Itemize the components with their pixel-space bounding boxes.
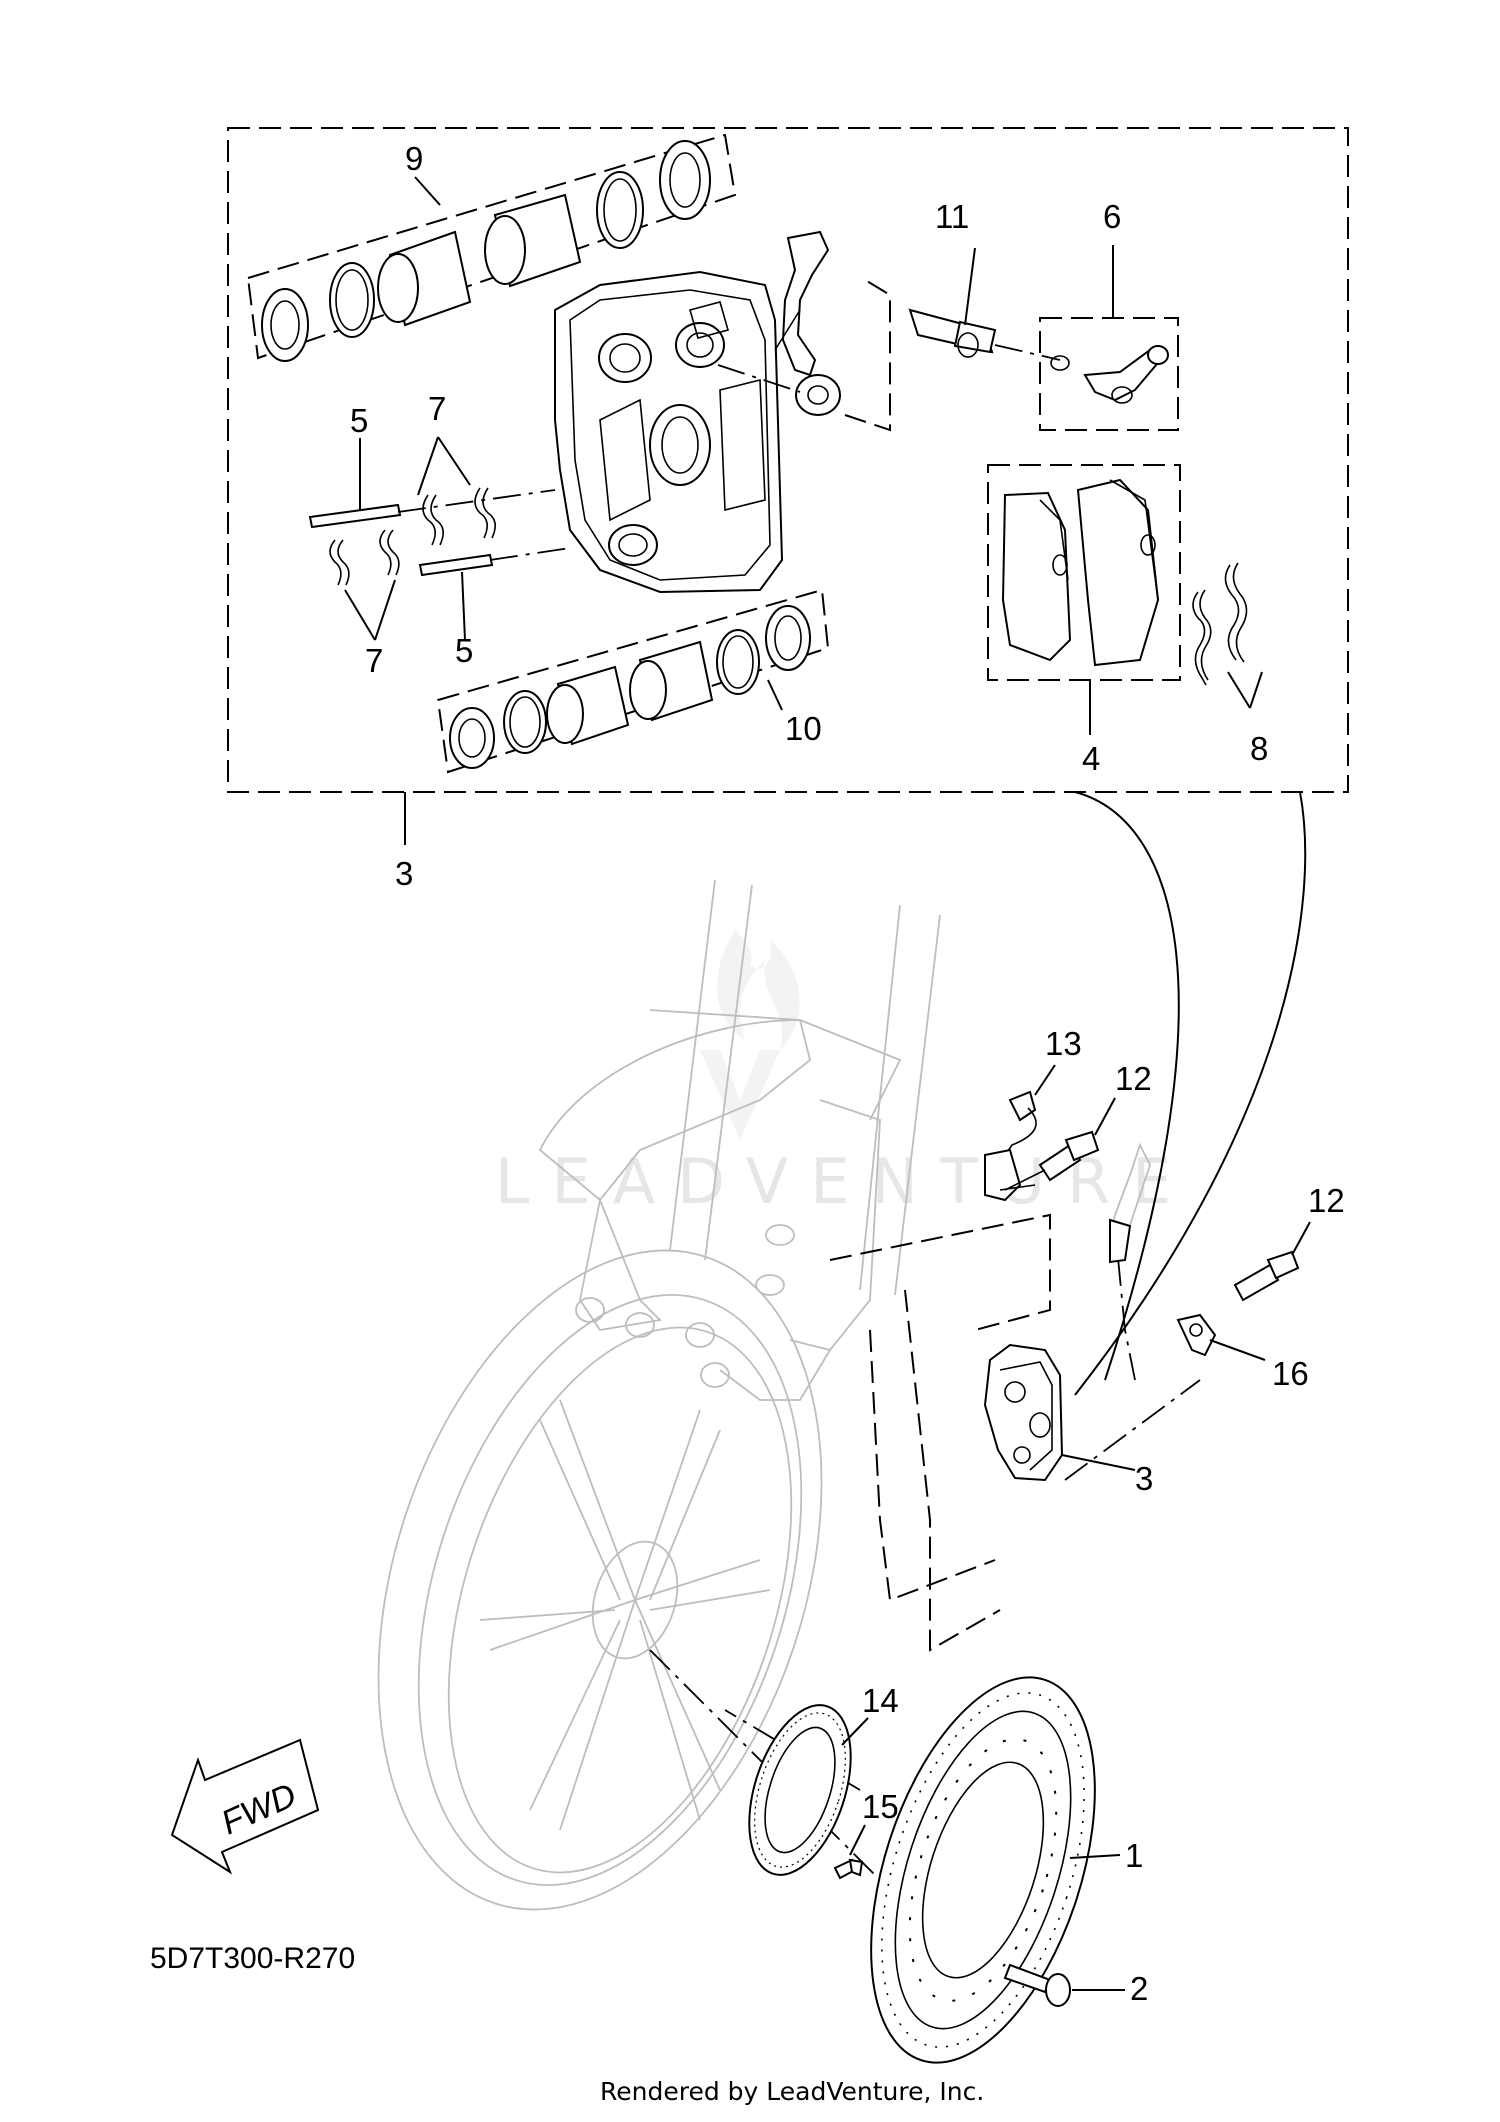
sensor-rotor (748, 1704, 852, 1876)
callout-7-bottom: 7 (365, 642, 383, 679)
bracket-washer (1176, 1313, 1217, 1357)
callout-16: 16 (1272, 1355, 1309, 1392)
callout-labels: 9 11 6 5 7 7 5 10 4 8 3 13 12 12 16 3 14… (350, 140, 1345, 2007)
retaining-clips (329, 487, 496, 586)
brake-hose (774, 230, 841, 416)
callout-9: 9 (405, 140, 423, 177)
piston-kit-lower (436, 588, 830, 774)
callout-4: 4 (1082, 740, 1100, 777)
callout-5-bottom: 5 (455, 632, 473, 669)
piston-kit-upper (246, 133, 737, 362)
pad-spring-clips (1192, 562, 1248, 686)
callout-2: 2 (1130, 1970, 1148, 2007)
diagram-code: 5D7T300-R270 (150, 1942, 355, 1975)
pad-pins (308, 489, 571, 577)
callout-14: 14 (862, 1682, 899, 1719)
wheel-sensor (1108, 1142, 1151, 1264)
bleed-screw-box (1039, 317, 1179, 431)
callout-15: 15 (862, 1788, 899, 1825)
brake-disc (870, 1676, 1096, 2064)
union-bolt (908, 308, 997, 358)
callout-5-top: 5 (350, 402, 368, 439)
callout-12-upper: 12 (1115, 1060, 1152, 1097)
disc-bolt (1003, 1963, 1071, 2007)
callout-12-lower: 12 (1308, 1182, 1345, 1219)
brake-pad-box (987, 464, 1181, 681)
brake-caliper-installed (983, 1343, 1064, 1482)
callout-3-caliper: 3 (1135, 1460, 1153, 1497)
forward-direction-arrow-icon: FWD (170, 1738, 320, 1875)
callout-13: 13 (1045, 1025, 1082, 1062)
caliper-bolt-lower (1233, 1250, 1300, 1302)
caliper-bolt-upper (1004, 1130, 1100, 1191)
callout-3-assembly: 3 (395, 855, 413, 892)
watermark: LEADVENTURE (495, 930, 1193, 1218)
callout-11: 11 (935, 198, 969, 235)
bleed-screw (1050, 345, 1169, 404)
callout-10: 10 (785, 710, 822, 747)
rotor-screw (833, 1858, 864, 1880)
callout-1: 1 (1125, 1837, 1143, 1874)
watermark-logo-icon (700, 930, 800, 1140)
callout-8: 8 (1250, 730, 1268, 767)
brake-pads (1001, 478, 1160, 667)
callout-7-top: 7 (428, 390, 446, 427)
watermark-text: LEADVENTURE (495, 1145, 1193, 1218)
caliper-assembly-box (227, 127, 1349, 793)
fork-and-fender (538, 879, 941, 1401)
render-credit: Rendered by LeadVenture, Inc. (600, 2077, 984, 2106)
caliper-body (554, 270, 784, 594)
front-wheel (377, 1249, 823, 1911)
callout-6: 6 (1103, 198, 1121, 235)
